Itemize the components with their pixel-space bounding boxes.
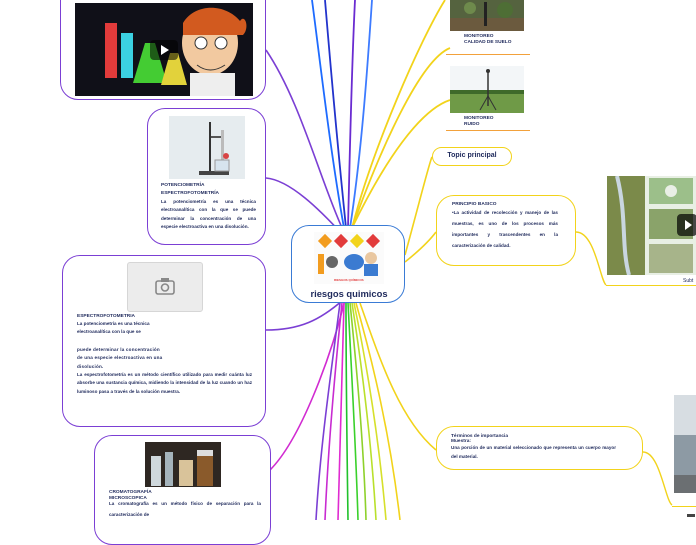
- monitoring-noise-underline: [446, 130, 530, 131]
- lab-stand-image: [169, 116, 245, 179]
- soil-monitoring-image: [450, 0, 524, 31]
- building-underline: [672, 506, 696, 507]
- noise-monitoring-image: [450, 66, 524, 113]
- building-image: [674, 395, 696, 493]
- espectro-text-1: La potenciometría es una técnica electro…: [77, 321, 150, 335]
- espectrofotometria-node[interactable]: ESPECTROFOTOMETRIA La potenciometría es …: [62, 255, 266, 427]
- corner-mark: [687, 514, 695, 517]
- video-node[interactable]: [60, 0, 266, 100]
- cromatografia-node[interactable]: CROMATOGRAFÍA MICROSCOPICA La cromatogra…: [94, 435, 271, 545]
- espectro-title: ESPECTROFOTOMETRIA: [77, 314, 136, 319]
- espectrofotometria-title: ESPECTROFOTOMETRÍA: [161, 191, 220, 196]
- play-icon[interactable]: [150, 40, 178, 60]
- cromatografia-title: CROMATOGRAFÍA: [109, 490, 152, 495]
- microscopica-title: MICROSCOPICA: [109, 496, 147, 501]
- topic-principal-label: Topic principal: [447, 152, 497, 159]
- potenciometria-title: POTENCIOMETRÍA: [161, 183, 205, 188]
- central-title: riesgos quimicos: [310, 288, 388, 299]
- monitoring-soil-label: MONITOREO CALIDAD DE SUELO: [464, 34, 512, 45]
- central-image-caption: RIESGOS QUÍMICOS: [334, 278, 364, 282]
- espectro-text-2: puede determinar la concentración de una…: [77, 347, 163, 369]
- lab-bottles-image: [145, 442, 221, 487]
- topic-principal-node[interactable]: Topic principal: [432, 147, 512, 166]
- terminos-node[interactable]: Términos de importancia Muestra: Una por…: [436, 426, 643, 470]
- play-icon[interactable]: [677, 214, 696, 236]
- monitoring-noise-label: MONITOREO RUIDO: [464, 116, 494, 127]
- terminos-subtitle: Muestra:: [451, 439, 471, 444]
- monitoring-soil-underline: [446, 54, 530, 55]
- espectro-text-3: La espectrofotometría es un método cient…: [77, 372, 252, 394]
- principio-title: PRINCIPIO BASICO: [452, 202, 497, 207]
- potenciometria-node[interactable]: POTENCIOMETRÍA ESPECTROFOTOMETRÍA La pot…: [147, 108, 266, 245]
- photo-collage: [607, 176, 696, 275]
- image-placeholder: [127, 262, 203, 312]
- central-topic-node[interactable]: RIESGOS QUÍMICOS riesgos quimicos: [291, 225, 405, 303]
- principio-node[interactable]: PRINCIPIO BASICO •La actividad de recole…: [436, 195, 576, 266]
- principio-text: •La actividad de recolección y manejo de…: [452, 210, 558, 248]
- chemistry-video-thumbnail[interactable]: [75, 3, 253, 96]
- chemical-risks-image: RIESGOS QUÍMICOS: [314, 232, 384, 284]
- camera-placeholder-icon: [155, 278, 175, 295]
- terminos-title: Términos de importancia: [451, 434, 509, 439]
- connector-lines: [265, 0, 673, 520]
- cromatografia-text: La cromatografía es un método físico de …: [109, 501, 261, 517]
- terminos-text: Una porción de un material seleccionado …: [451, 445, 616, 459]
- collage-underline: [606, 285, 696, 286]
- potenciometria-text: La potenciometría es una técnica electro…: [161, 199, 256, 230]
- side-label: Subt: [683, 278, 694, 284]
